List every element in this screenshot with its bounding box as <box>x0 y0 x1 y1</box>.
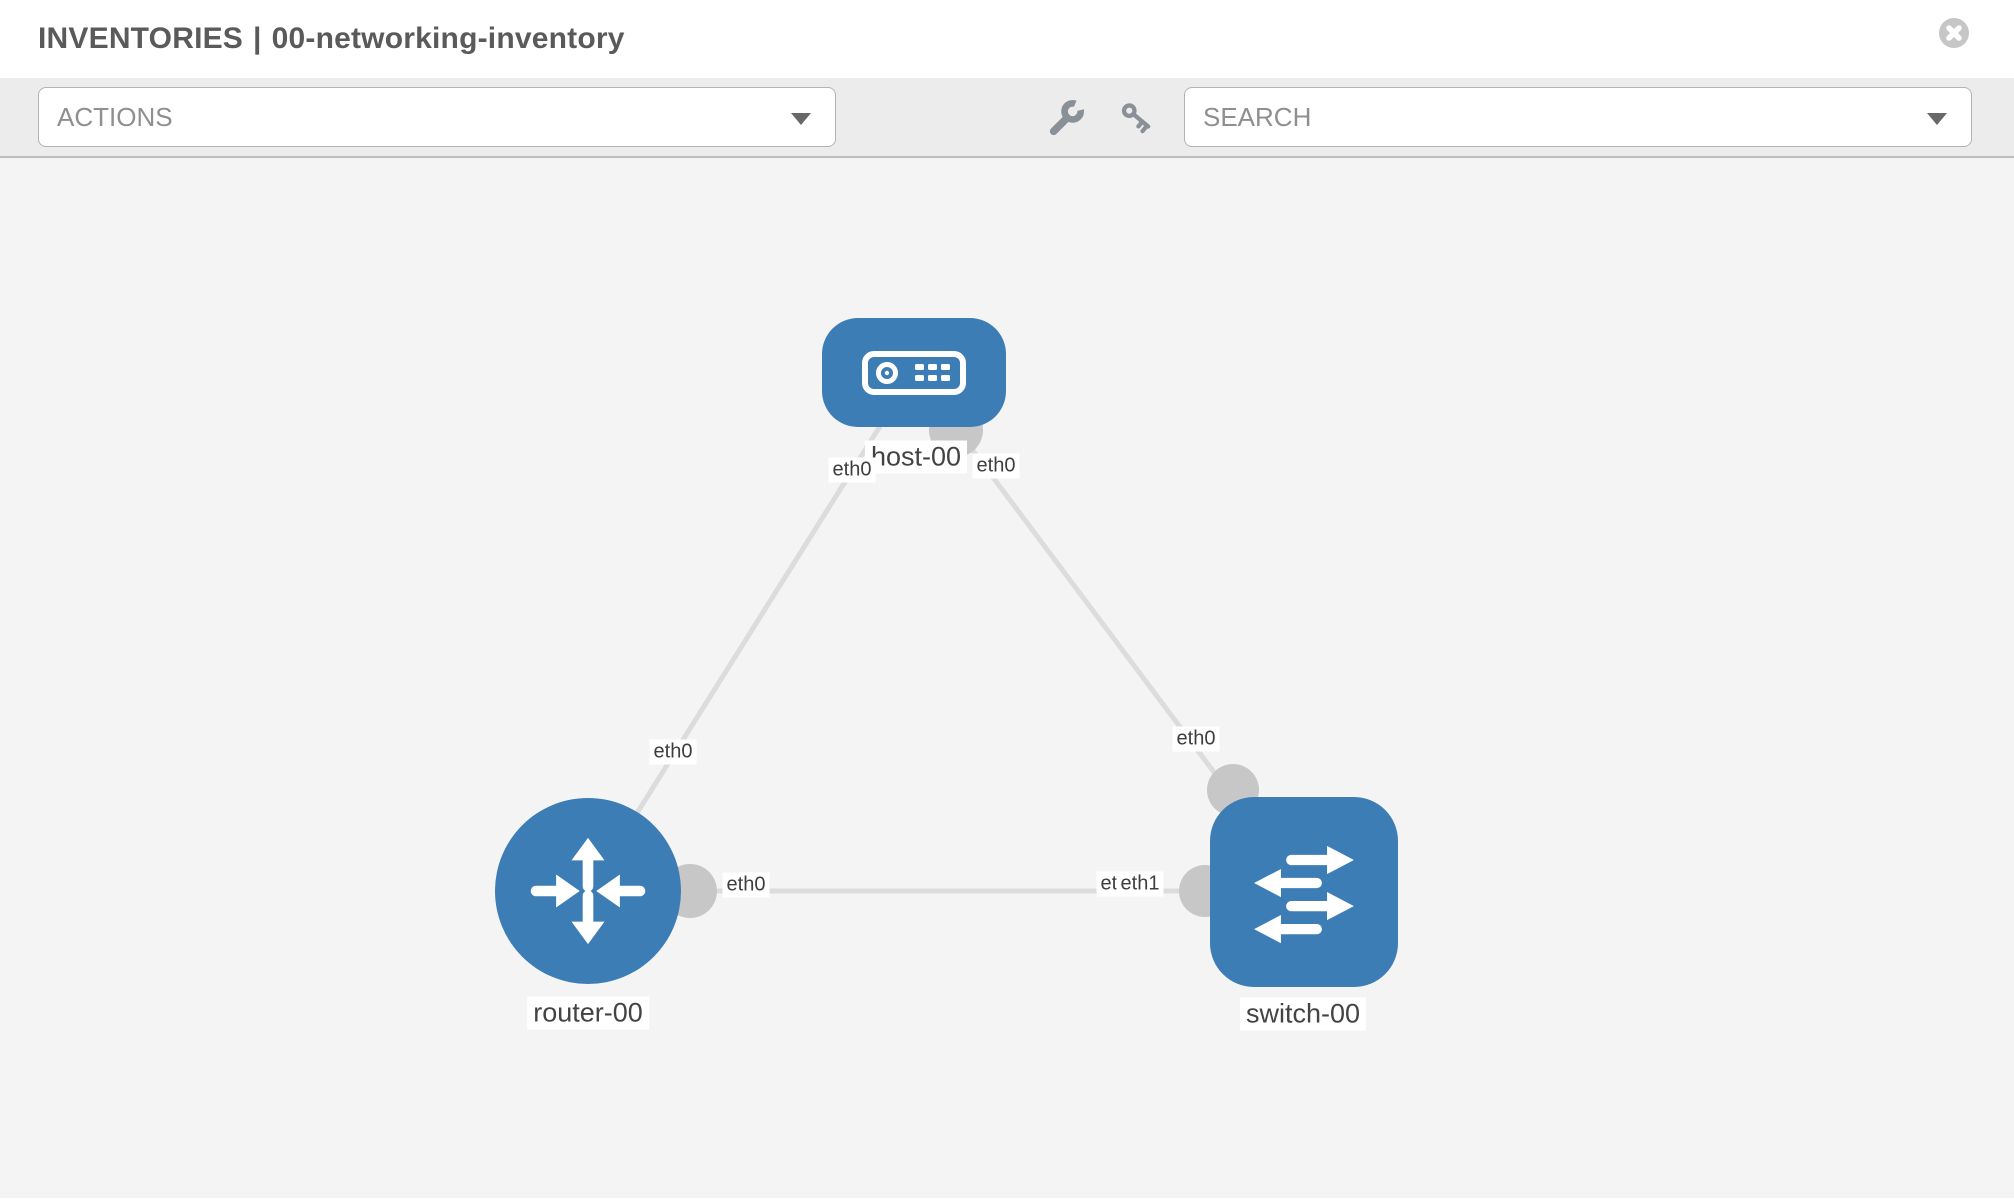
router-icon <box>530 837 646 945</box>
chevron-down-icon <box>791 113 811 125</box>
configure-button[interactable] <box>1047 96 1091 137</box>
node-label-switch-00: switch-00 <box>1239 997 1367 1031</box>
header: INVENTORIES | 00-networking-inventory <box>0 0 2014 78</box>
wrench-icon <box>1049 96 1091 136</box>
interface-label: eth0 <box>1172 726 1220 752</box>
page-title: INVENTORIES | 00-networking-inventory <box>38 0 625 78</box>
node-host-00[interactable] <box>822 318 1006 427</box>
search-dropdown-label: SEARCH <box>1203 102 1312 132</box>
key-icon <box>1121 103 1151 134</box>
search-dropdown[interactable]: SEARCH <box>1184 87 1972 147</box>
close-icon <box>1946 25 1962 41</box>
actions-dropdown-label: ACTIONS <box>57 102 173 132</box>
interface-label: eth0 <box>722 872 770 898</box>
node-switch-00[interactable] <box>1210 797 1398 987</box>
interface-label: eth0 <box>828 457 876 483</box>
toolbar: ACTIONS SEARCH <box>0 78 2014 158</box>
interface-label: eth0 <box>972 453 1020 479</box>
host-icon <box>862 350 966 395</box>
topology-links-layer <box>585 370 1306 918</box>
interface-label: eth1 <box>1116 871 1164 897</box>
node-router-00[interactable] <box>495 798 681 984</box>
topology-canvas[interactable]: host-00 router-00 switch-00 eth0 eth0 et… <box>0 158 2014 1198</box>
breadcrumb-section: INVENTORIES <box>38 22 244 55</box>
inventory-name: 00-networking-inventory <box>271 22 625 55</box>
actions-dropdown[interactable]: ACTIONS <box>38 87 836 147</box>
node-label-router-00: router-00 <box>527 996 649 1030</box>
switch-icon <box>1254 845 1354 944</box>
node-label-host-00: host-00 <box>864 440 968 474</box>
close-button[interactable] <box>1939 18 1969 48</box>
credentials-button[interactable] <box>1119 99 1157 137</box>
breadcrumb-separator: | <box>253 22 262 55</box>
interface-label: eth0 <box>649 739 697 765</box>
chevron-down-icon <box>1927 113 1947 125</box>
